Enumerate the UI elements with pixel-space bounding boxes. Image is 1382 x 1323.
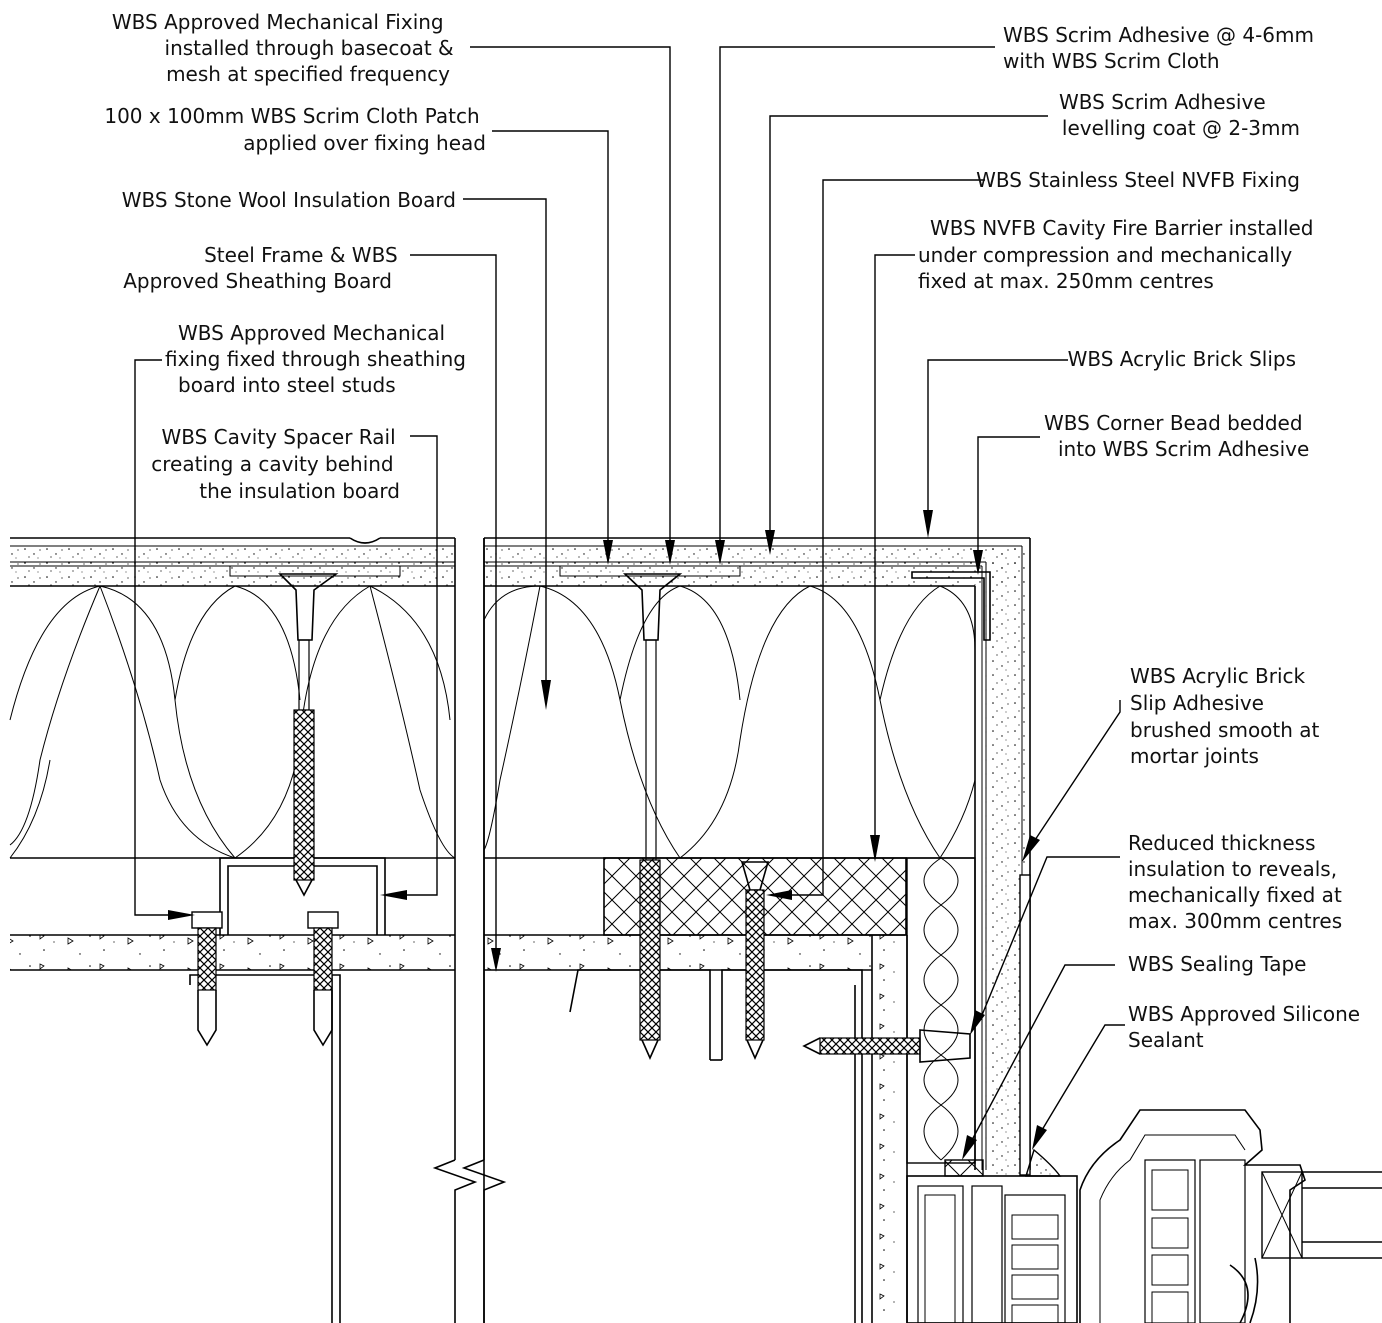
label-nvfb-fixing: WBS Stainless Steel NVFB Fixing xyxy=(976,168,1300,192)
label-cavity-spacer: WBS Cavity Spacer Rail creating a cavity… xyxy=(151,425,402,503)
reveal-insulation xyxy=(906,857,976,1164)
label-mech-fixing-sheathing: WBS Approved Mechanical fixing fixed thr… xyxy=(165,321,472,397)
sheathing-board xyxy=(10,934,908,1323)
label-scrim-patch: 100 x 100mm WBS Scrim Cloth Patch applie… xyxy=(104,104,486,155)
callout-labels: WBS Approved Mechanical Fixing installed… xyxy=(104,10,1366,1052)
label-nvfb-barrier: WBS NVFB Cavity Fire Barrier installed u… xyxy=(918,216,1320,293)
break-lines xyxy=(432,538,507,1323)
render-layers-left xyxy=(10,537,455,587)
window-frame xyxy=(906,1109,1382,1323)
label-slip-adhesive: WBS Acrylic Brick Slip Adhesive brushed … xyxy=(1130,664,1326,768)
label-scrim-levelling: WBS Scrim Adhesive levelling coat @ 2-3m… xyxy=(1059,90,1300,140)
label-silicone: WBS Approved Silicone Sealant xyxy=(1128,1002,1366,1052)
label-brick-slips: WBS Acrylic Brick Slips xyxy=(1068,347,1296,371)
stone-wool-insulation xyxy=(9,585,976,859)
label-sealing-tape: WBS Sealing Tape xyxy=(1128,952,1306,976)
label-reduced-insulation: Reduced thickness insulation to reveals,… xyxy=(1128,831,1348,933)
leader-lines xyxy=(134,46,1125,1160)
label-steel-frame: Steel Frame & WBS Approved Sheathing Boa… xyxy=(123,243,404,293)
label-scrim-adhesive-cloth: WBS Scrim Adhesive @ 4-6mm with WBS Scri… xyxy=(1003,23,1320,73)
label-corner-bead: WBS Corner Bead bedded into WBS Scrim Ad… xyxy=(1044,411,1309,461)
label-mech-fixing: WBS Approved Mechanical Fixing installed… xyxy=(112,10,460,86)
label-stone-wool: WBS Stone Wool Insulation Board xyxy=(122,188,456,212)
fixings xyxy=(191,573,971,1063)
